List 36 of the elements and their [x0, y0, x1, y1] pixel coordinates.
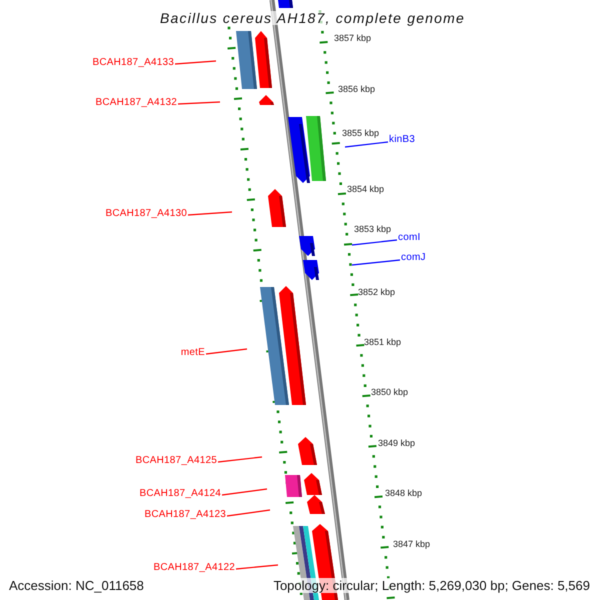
- leader-line: [222, 488, 268, 496]
- gene-label: kinB3: [389, 135, 416, 145]
- scale-label: 3852 kbp: [358, 288, 396, 297]
- gene-label: BCAH187_A4132: [95, 98, 177, 108]
- leader-line: [352, 239, 398, 246]
- scale-label: 3847 kbp: [393, 540, 430, 549]
- gene-label: comJ: [401, 253, 426, 263]
- leader-line: [218, 456, 262, 463]
- scale-label: 3851 kbp: [364, 338, 402, 347]
- leader-line: [178, 101, 220, 105]
- leader-line: [188, 211, 232, 216]
- gene-label: BCAH187_A4133: [92, 58, 174, 68]
- scale-label: 3857 kbp: [334, 34, 372, 43]
- leader-line: [174, 60, 216, 65]
- scale-label: 3848 kbp: [385, 489, 422, 498]
- scale-label: 3853 kbp: [354, 225, 392, 234]
- scale-label: 3856 kbp: [338, 85, 376, 94]
- scale-label: 3849 kbp: [378, 439, 416, 448]
- leader-line: [206, 348, 248, 355]
- gene-label: BCAH187_A4122: [153, 563, 235, 573]
- scale-label: 3850 kbp: [371, 388, 408, 397]
- gene-label: BCAH187_A4124: [139, 489, 221, 499]
- leader-line: [226, 509, 270, 517]
- scale-label: 3854 kbp: [347, 185, 384, 194]
- genome-info-text: Topology: circular; Length: 5,269,030 bp; Genes: 5,569: [271, 578, 592, 593]
- scale-label: 3855 kbp: [342, 129, 380, 138]
- gene-label: comI: [398, 233, 420, 243]
- leader-line: [236, 564, 278, 570]
- gene-label: BCAH187_A4130: [105, 209, 187, 219]
- gene-label: BCAH187_A4125: [135, 456, 217, 466]
- leader-line: [352, 259, 400, 266]
- accession-text: Accession: NC_011658: [7, 578, 146, 593]
- gene-label: metE: [180, 348, 205, 358]
- leader-line: [344, 141, 388, 148]
- gene-label: BCAH187_A4123: [144, 510, 226, 520]
- title: Bacillus cereus AH187, complete genome: [160, 11, 465, 25]
